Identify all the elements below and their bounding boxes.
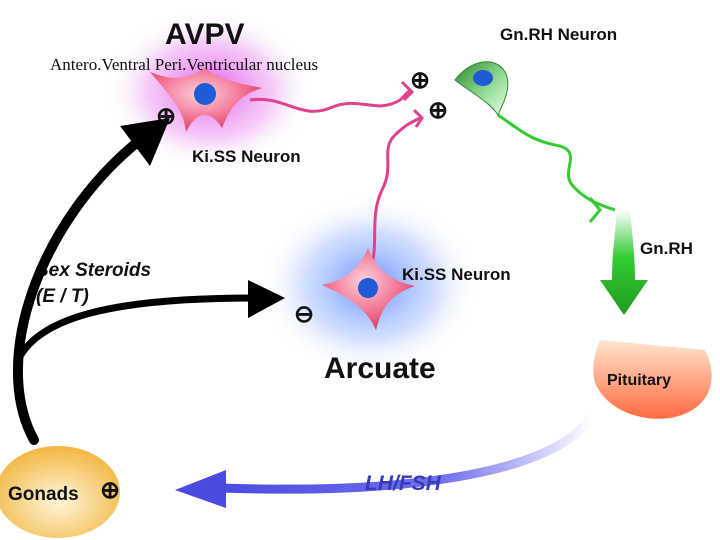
- pituitary-label: Pituitary: [607, 372, 671, 389]
- gnrh-arrow[interactable]: [600, 210, 648, 315]
- gnrh-neuron-body: [454, 61, 509, 117]
- avpv-label: AVPV: [165, 18, 244, 51]
- kiss-neuron-avpv-nucleus: [194, 83, 216, 105]
- sex-steroids-label: Sex Steroids: [36, 260, 151, 281]
- lhfsh-arrow[interactable]: [215, 410, 597, 494]
- gonads-label: Gonads: [8, 484, 79, 505]
- plus-sign-gonads: ⊕: [100, 477, 120, 504]
- lhfsh-arrow-head: [175, 470, 226, 508]
- kiss-neuron-arc-label: Ki.SS Neuron: [402, 265, 511, 284]
- feedback-arrow-to-arcuate[interactable]: [14, 294, 259, 364]
- plus-sign-gnrh-arc: ⊕: [428, 97, 448, 124]
- minus-sign-arcuate: ⊖: [294, 301, 314, 328]
- feedback-arrow-to-avpv-head: [120, 118, 170, 166]
- kiss-neuron-top-label: Ki.SS Neuron: [192, 147, 301, 166]
- gnrh-axon-terminal: [588, 197, 602, 223]
- feedback-arrow-to-avpv[interactable]: [12, 135, 145, 445]
- gnrh-neuron-nucleus: [473, 70, 493, 86]
- kiss-neuron-arcuate-nucleus: [358, 278, 378, 298]
- plus-sign-gnrh-top: ⊕: [410, 67, 430, 94]
- pituitary-shape[interactable]: [593, 340, 712, 419]
- kiss-axon-arc: [370, 116, 421, 266]
- feedback-arrow-to-arcuate-head: [248, 280, 285, 318]
- avpv-full-name: Antero.Ventral Peri.Ventricular nucleus: [50, 55, 318, 74]
- kiss-axon-top: [249, 88, 412, 113]
- kiss-axon-top-terminal: [400, 80, 415, 102]
- arcuate-label: Arcuate: [324, 352, 436, 385]
- gnrh-neuron-label: Gn.RH Neuron: [500, 25, 617, 44]
- gnrh-label: Gn.RH: [640, 239, 693, 258]
- kiss-axon-arc-terminal: [412, 108, 424, 128]
- sex-steroids-sub-label: (E / T): [36, 286, 89, 307]
- gonads-shape[interactable]: [0, 446, 120, 538]
- lhfsh-label: LH/FSH: [365, 472, 442, 495]
- gnrh-axon: [497, 113, 616, 212]
